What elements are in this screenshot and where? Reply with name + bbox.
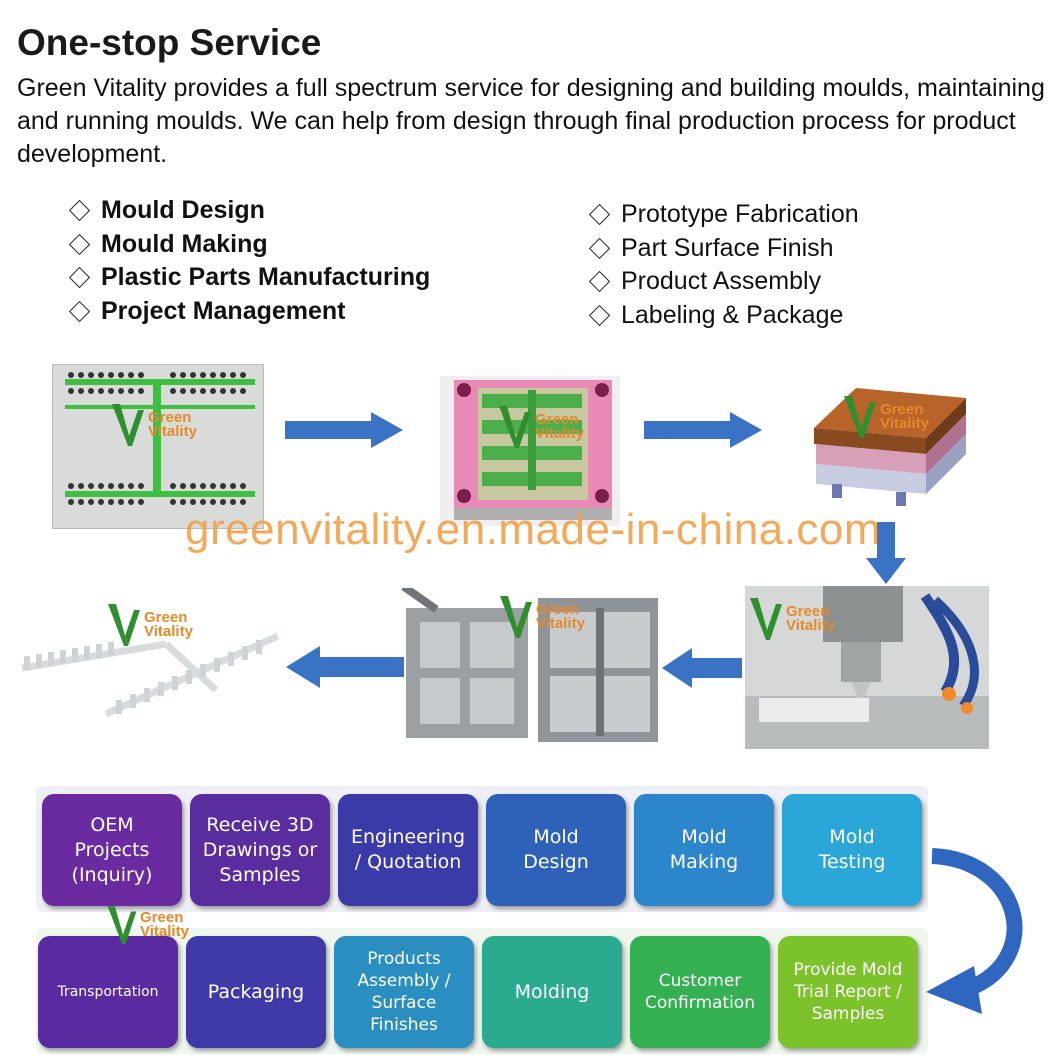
- logo-text-line2: Vitality: [880, 415, 929, 432]
- service-item: Plastic Parts Manufacturing: [66, 261, 430, 295]
- logo-text-line2: Vitality: [786, 617, 835, 634]
- service-label: Plastic Parts Manufacturing: [101, 263, 431, 291]
- diamond-bullet-icon: [588, 237, 611, 259]
- arrow-down-icon: [866, 522, 906, 584]
- step-label: Engineering / Quotation: [351, 826, 465, 873]
- leaf-logo-icon: [750, 598, 782, 640]
- service-item: Project Management: [66, 295, 430, 329]
- logo-text-line1: Green: [140, 909, 184, 926]
- leaf-logo-icon: [499, 406, 531, 448]
- leaf-logo-icon: [107, 906, 137, 944]
- process-step-products-assembly: Products Assembly / Surface Finishes: [334, 936, 474, 1048]
- leaf-logo-icon: [844, 396, 876, 438]
- logo-text-line1: Green: [536, 601, 580, 618]
- step-label: Products Assembly / Surface Finishes: [357, 949, 451, 1035]
- process-row1-band: [36, 786, 928, 912]
- step-label: Provide Mold Trial Report / Samples: [793, 960, 903, 1024]
- service-item: Product Assembly: [586, 265, 859, 299]
- diamond-bullet-icon: [588, 204, 611, 226]
- logo-text-line2: Vitality: [148, 423, 197, 440]
- logo-text-line1: Green: [786, 603, 830, 620]
- process-step-mold-making: Mold Making: [634, 794, 774, 906]
- step-label: Mold Design: [523, 826, 589, 873]
- plastic-parts-image: [16, 604, 286, 732]
- intro-paragraph: Green Vitality provides a full spectrum …: [17, 74, 1045, 168]
- mold-assembly-image: [806, 358, 972, 516]
- process-step-mold-trial-report: Provide Mold Trial Report / Samples: [778, 936, 918, 1048]
- arrow-left-icon: [286, 646, 404, 688]
- process-step-transportation: Transportation: [38, 936, 178, 1048]
- service-item: Mould Design: [66, 194, 430, 228]
- service-label: Labeling & Package: [621, 300, 844, 329]
- leaf-logo-icon: [108, 604, 140, 646]
- step-label: OEM Projects (Inquiry): [71, 813, 153, 886]
- leaf-logo-icon: [500, 596, 532, 638]
- logo-text-line2: Vitality: [144, 623, 193, 640]
- service-label: Part Surface Finish: [621, 233, 834, 262]
- logo-text-line1: Green: [144, 609, 188, 626]
- step-label: Molding: [514, 981, 590, 1003]
- step-label: Receive 3D Drawings or Samples: [202, 813, 318, 886]
- step-label: Mold Testing: [818, 826, 886, 873]
- page-title: One-stop Service: [17, 22, 322, 63]
- logo-text-line2: Vitality: [535, 425, 584, 442]
- services-list-right: Prototype Fabrication Part Surface Finis…: [586, 198, 859, 332]
- step-label: Mold Making: [669, 826, 739, 873]
- service-label: Product Assembly: [621, 267, 822, 295]
- service-item: Part Surface Finish: [586, 232, 859, 266]
- service-label: Mould Design: [101, 196, 265, 224]
- services-list-left: Mould Design Mould Making Plastic Parts …: [66, 194, 430, 328]
- arrow-left-icon: [662, 648, 742, 688]
- process-step-engineering-quotation: Engineering / Quotation: [338, 794, 478, 906]
- process-step-mold-design: Mold Design: [486, 794, 626, 906]
- step-label: Packaging: [207, 981, 305, 1003]
- arrow-right-icon: [285, 412, 403, 448]
- step-label: Transportation: [57, 984, 159, 1000]
- process-step-oem-projects: OEM Projects (Inquiry): [42, 794, 182, 906]
- curved-arrow-icon: [926, 848, 1023, 1014]
- logo-text-line2: Vitality: [536, 615, 585, 632]
- process-step-packaging: Packaging: [186, 936, 326, 1048]
- process-step-mold-testing: Mold Testing: [782, 794, 922, 906]
- mold-design-image: [440, 376, 620, 526]
- service-label: Mould Making: [101, 229, 268, 258]
- leaf-logo-icon: [112, 404, 144, 446]
- logo-text-line1: Green: [148, 409, 192, 426]
- service-label: Prototype Fabrication: [621, 200, 859, 228]
- steel-mold-image: [400, 588, 662, 746]
- diamond-bullet-icon: [68, 200, 91, 222]
- step-label: Customer Confirmation: [645, 971, 755, 1013]
- watermark: greenvitality.en.made-in-china.com: [185, 505, 882, 554]
- logo-text-line1: Green: [535, 411, 579, 428]
- logo-text-line1: Green: [880, 401, 924, 418]
- process-step-receive-drawings: Receive 3D Drawings or Samples: [190, 794, 330, 906]
- service-item: Labeling & Package: [586, 299, 859, 333]
- diamond-bullet-icon: [68, 300, 91, 322]
- diamond-bullet-icon: [588, 271, 611, 293]
- cnc-machining-image: [745, 586, 989, 749]
- process-step-molding: Molding: [482, 936, 622, 1048]
- diamond-bullet-icon: [68, 233, 91, 255]
- diamond-bullet-icon: [588, 304, 611, 326]
- service-item: Mould Making: [66, 228, 430, 262]
- process-step-customer-confirmation: Customer Confirmation: [630, 936, 770, 1048]
- logo-text-line2: Vitality: [140, 923, 189, 940]
- service-label: Project Management: [101, 296, 346, 325]
- arrow-right-icon: [644, 412, 762, 448]
- service-item: Prototype Fabrication: [586, 198, 859, 232]
- part-design-image: [52, 364, 264, 529]
- diamond-bullet-icon: [68, 267, 91, 289]
